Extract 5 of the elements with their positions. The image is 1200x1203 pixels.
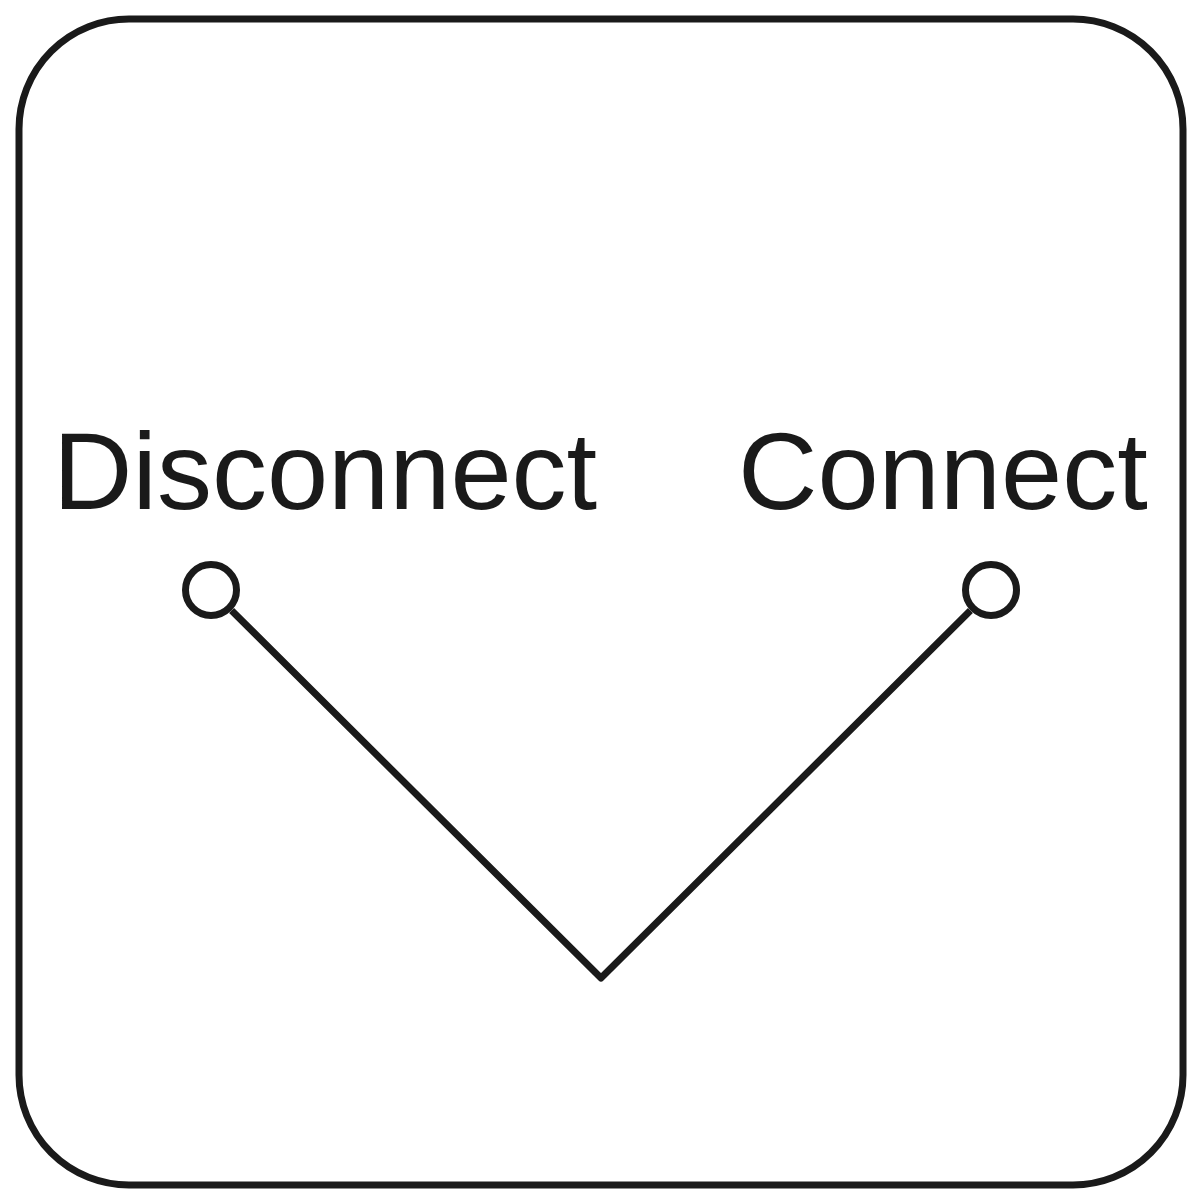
switch-label: Disconnect — [53, 416, 598, 526]
switch-label: Connect — [738, 416, 1148, 526]
switch-line — [229, 607, 973, 982]
terminal-circle — [182, 561, 240, 619]
terminal-circle — [962, 561, 1020, 619]
